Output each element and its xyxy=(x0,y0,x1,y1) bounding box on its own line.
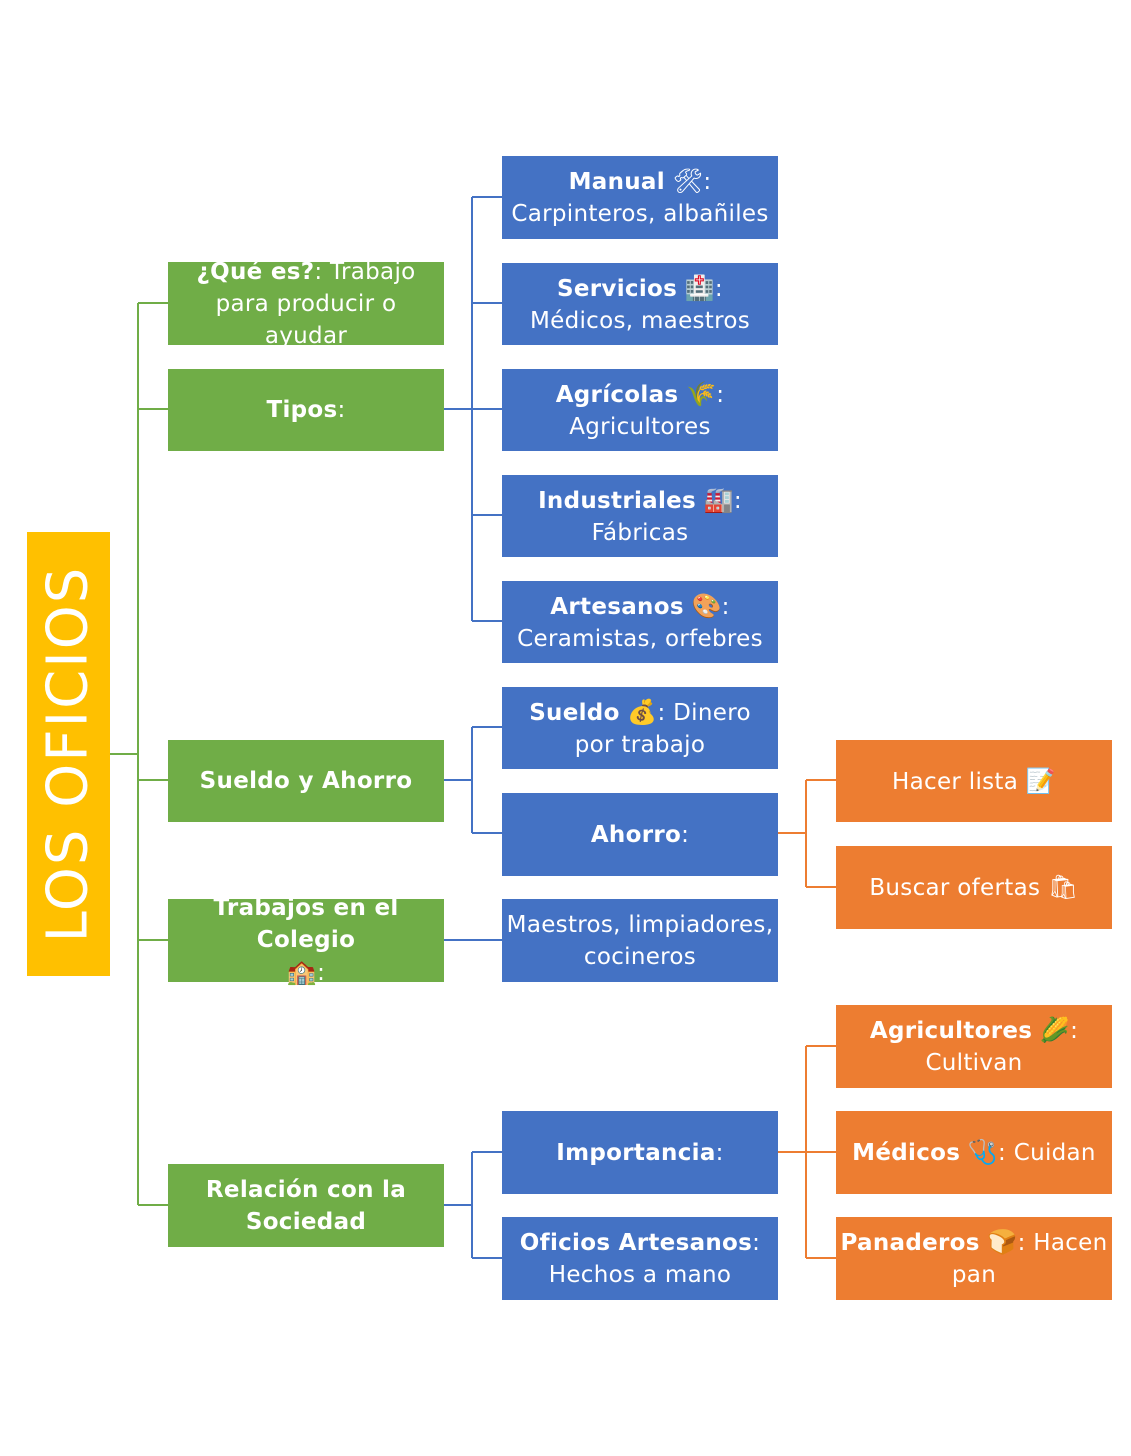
stethoscope-icon: 🩺 xyxy=(967,1138,999,1166)
industriales-label: Industriales xyxy=(538,487,697,514)
sueldo-text: : Dinero por trabajo xyxy=(574,699,751,758)
ahorro-label: Ahorro xyxy=(590,821,682,848)
que-es-label: ¿Qué es? xyxy=(196,258,315,285)
shopping-bags-icon: 🛍 xyxy=(1047,873,1079,901)
node-panaderos: Panaderos 🍞: Hacen pan xyxy=(836,1217,1112,1300)
node-servicios: Servicios 🏥: Médicos, maestros xyxy=(502,263,778,345)
node-que-es: ¿Qué es?: Trabajo para producir o ayudar xyxy=(168,258,444,349)
node-importancia: Importancia: xyxy=(502,1111,778,1194)
artesanos-label: Artesanos xyxy=(550,593,684,620)
ahorro-text: : xyxy=(681,821,690,848)
medicos-label: Médicos xyxy=(852,1140,961,1166)
node-manual: Manual 🛠: Carpinteros, albañiles xyxy=(502,156,778,239)
importancia-text: : xyxy=(715,1139,724,1166)
oficios-artesanos-label: Oficios Artesanos xyxy=(519,1229,753,1256)
panaderos-label: Panaderos xyxy=(840,1230,980,1256)
agricultores-label: Agricultores xyxy=(869,1018,1033,1044)
node-artesanos: Artesanos 🎨: Ceramistas, orfebres xyxy=(502,581,778,663)
hacer-lista-text: Hacer lista xyxy=(892,768,1019,795)
agricultores-text: : Cultivan xyxy=(925,1018,1079,1076)
node-trabajos-colegio: Trabajos en el Colegio 🏫: xyxy=(168,895,444,986)
industriales-text: : Fábricas xyxy=(591,487,742,546)
money-bag-icon: 💰 xyxy=(627,697,658,726)
memo-icon: 📝 xyxy=(1025,766,1056,795)
node-tipos: Tipos: xyxy=(168,369,444,451)
servicios-text: : Médicos, maestros xyxy=(529,275,751,334)
sueldo-label: Sueldo xyxy=(529,699,620,726)
artesanos-text: : Ceramistas, orfebres xyxy=(517,593,763,652)
node-oficios-artesanos: Oficios Artesanos: Hechos a mano xyxy=(502,1217,778,1300)
bread-icon: 🍞 xyxy=(987,1228,1018,1256)
palette-icon: 🎨 xyxy=(691,591,722,620)
manual-label: Manual xyxy=(568,169,665,195)
node-medicos: Médicos 🩺: Cuidan xyxy=(836,1111,1112,1194)
factory-icon: 🏭 xyxy=(703,485,734,514)
wheat-icon: 🌾 xyxy=(686,379,717,408)
node-buscar-ofertas: Buscar ofertas 🛍 xyxy=(836,846,1112,929)
agricolas-label: Agrícolas xyxy=(555,381,679,408)
colegio-detalle-text: Maestros, limpiadores, cocineros xyxy=(506,911,774,970)
relacion-label: Relación con la Sociedad xyxy=(205,1176,407,1235)
node-agricolas: Agrícolas 🌾: Agricultores xyxy=(502,369,778,451)
servicios-label: Servicios xyxy=(557,275,678,302)
buscar-ofertas-text: Buscar ofertas xyxy=(869,875,1041,901)
node-ahorro: Ahorro: xyxy=(502,793,778,876)
node-colegio-detalle: Maestros, limpiadores, cocineros xyxy=(502,899,778,982)
oficios-artesanos-text: : Hechos a mano xyxy=(548,1229,761,1288)
school-icon: 🏫 xyxy=(286,958,318,986)
hospital-icon: 🏥 xyxy=(684,273,715,302)
node-sueldo-y-ahorro: Sueldo y Ahorro xyxy=(168,740,444,822)
colegio-label: Trabajos en el Colegio xyxy=(213,895,399,953)
node-hacer-lista: Hacer lista 📝 xyxy=(836,740,1112,822)
medicos-text: : Cuidan xyxy=(998,1140,1096,1166)
root-node-los-oficios: LOS OFICIOS xyxy=(27,532,110,976)
tools-icon: 🛠 xyxy=(672,167,704,195)
node-industriales: Industriales 🏭: Fábricas xyxy=(502,475,778,557)
manual-text: : Carpinteros, albañiles xyxy=(511,169,769,227)
importancia-label: Importancia xyxy=(556,1139,716,1166)
panaderos-text: : Hacen pan xyxy=(951,1230,1108,1288)
colegio-text: : xyxy=(317,960,326,986)
root-title: LOS OFICIOS xyxy=(35,565,101,943)
node-agricultores: Agricultores 🌽: Cultivan xyxy=(836,1005,1112,1088)
tipos-text: : xyxy=(337,397,346,423)
tipos-label: Tipos xyxy=(266,397,338,423)
agricolas-text: : Agricultores xyxy=(569,381,725,440)
sueldo-ahorro-label: Sueldo y Ahorro xyxy=(199,768,413,794)
corn-icon: 🌽 xyxy=(1039,1016,1071,1044)
node-relacion-sociedad: Relación con la Sociedad xyxy=(168,1164,444,1247)
que-es-text: : Trabajo para producir o ayudar xyxy=(215,258,416,349)
node-sueldo: Sueldo 💰: Dinero por trabajo xyxy=(502,687,778,769)
